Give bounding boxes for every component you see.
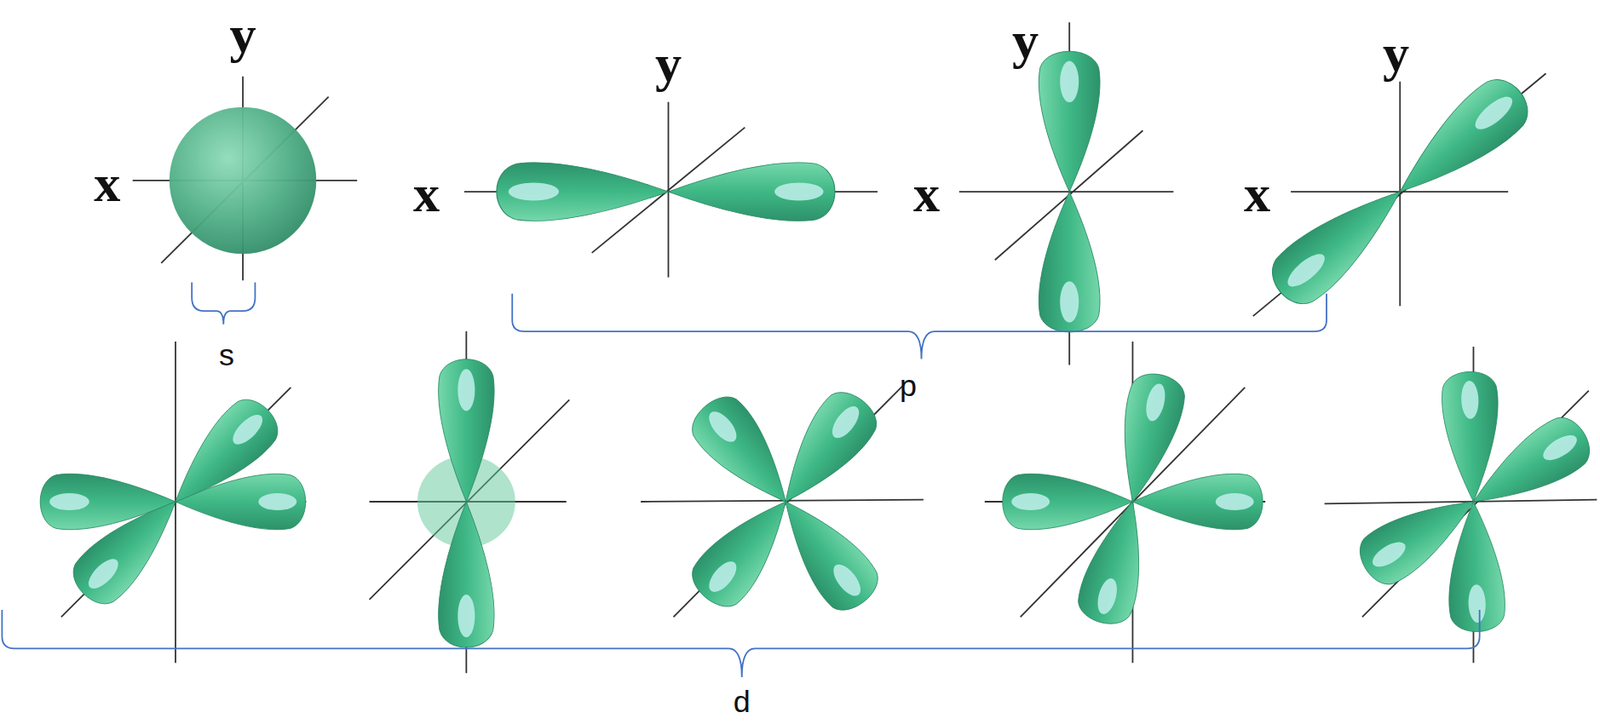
axes: [40, 22, 1597, 674]
axis-label: x: [93, 156, 121, 210]
group-label: p: [899, 370, 917, 402]
group-label: s: [218, 339, 235, 371]
axis-label: y: [1012, 14, 1039, 68]
axis-label: y: [229, 8, 256, 62]
axis-label: y: [655, 36, 682, 90]
axis-label: x: [1243, 166, 1271, 220]
axis-label: x: [413, 166, 440, 220]
brackets: [1, 282, 1480, 678]
axis-label: x: [913, 166, 940, 220]
orbital-lobes: [40, 51, 1599, 648]
group-label: d: [733, 686, 751, 718]
axis-label: y: [1382, 26, 1410, 80]
